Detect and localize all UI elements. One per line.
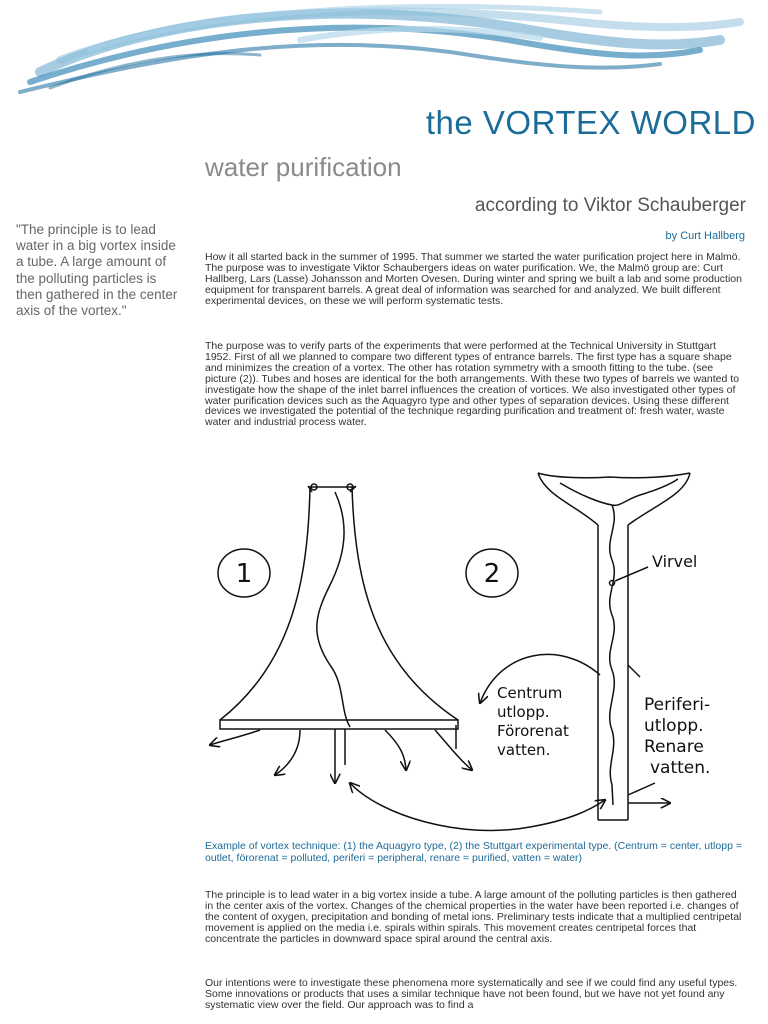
figure-label-periferi-2: utlopp. bbox=[644, 716, 704, 736]
water-banner-logo bbox=[18, 3, 744, 94]
figure-label-centrum-2: utlopp. bbox=[497, 703, 550, 721]
figure-label-periferi-1: Periferi- bbox=[644, 695, 710, 715]
figure-label-centrum-1: Centrum bbox=[497, 684, 562, 702]
page-title: water purification bbox=[205, 152, 402, 182]
figure-label-periferi-3: Renare bbox=[644, 737, 704, 757]
author-byline: by Curt Hallberg bbox=[665, 230, 745, 242]
body-paragraph-purpose: The purpose was to verify parts of the e… bbox=[205, 340, 740, 429]
figure-label-virvel: Virvel bbox=[652, 552, 697, 571]
site-title: the VORTEX WORLD bbox=[425, 104, 756, 141]
figure-label-1: 1 bbox=[236, 559, 253, 589]
page-subtitle: according to Viktor Schauberger bbox=[474, 195, 746, 216]
figure-caption: Example of vortex technique: (1) the Aqu… bbox=[205, 840, 742, 865]
body-paragraph-principle: The principle is to lead water in a big … bbox=[205, 889, 742, 945]
pull-quote: "The principle is to lead water in a big… bbox=[16, 222, 178, 319]
figure-label-periferi-4: vatten. bbox=[650, 758, 710, 778]
body-paragraph-intentions: Our intentions were to investigate these… bbox=[205, 977, 738, 1011]
figure-label-centrum-4: vatten. bbox=[497, 741, 550, 759]
vortex-technique-figure: 1 2 Virvel Centrum utlopp. Förorenat vat… bbox=[200, 472, 710, 832]
figure-label-2: 2 bbox=[484, 559, 501, 589]
aquagyro-device-drawing bbox=[210, 483, 472, 783]
figure-label-centrum-3: Förorenat bbox=[497, 722, 569, 740]
stuttgart-device-drawing bbox=[350, 472, 691, 832]
body-paragraph-intro: How it all started back in the summer of… bbox=[205, 251, 742, 307]
